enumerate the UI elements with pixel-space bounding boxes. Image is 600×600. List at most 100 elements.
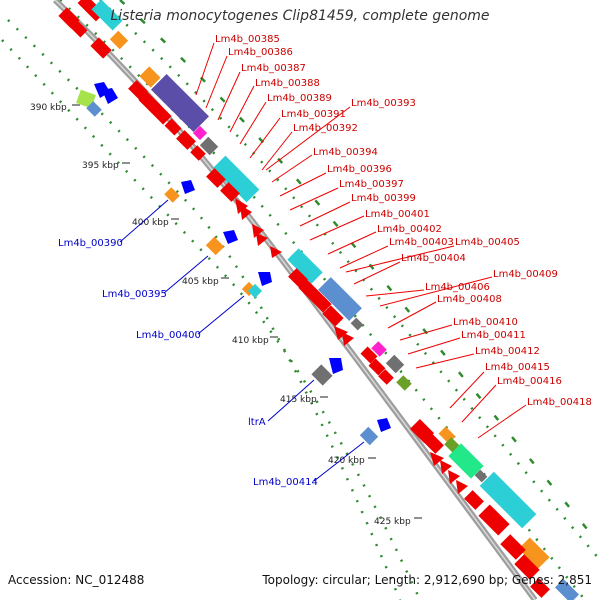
gene-feature [150, 103, 172, 125]
gene-feature [223, 230, 238, 244]
gene-feature [329, 358, 343, 374]
scale-ticks: 390 kbp 395 kbp 400 kbp 405 kbp 410 kbp … [30, 103, 422, 527]
gene-label: Lm4b_00412 [475, 346, 540, 357]
gene-label: Lm4b_00402 [377, 224, 442, 235]
gene-feature [287, 248, 323, 284]
gene-feature [256, 233, 268, 246]
gene-feature [86, 101, 102, 117]
gene-label: Lm4b_00392 [293, 123, 358, 134]
gene-label: Lm4b_00386 [228, 47, 293, 58]
gene-feature [164, 118, 182, 136]
gene-feature [530, 578, 550, 598]
gene-label: Lm4b_00387 [241, 63, 306, 74]
gene-label: Lm4b_00395 [102, 289, 167, 300]
gene-label: Lm4b_00396 [327, 164, 392, 175]
tick-label: 420 kbp [328, 456, 365, 466]
gene-label: Lm4b_00403 [389, 237, 454, 248]
gc-dashed-track [119, 0, 600, 546]
gene-feature [371, 341, 387, 357]
gene-label: Lm4b_00409 [493, 269, 558, 280]
gene-label: Lm4b_00399 [351, 193, 416, 204]
gene-feature [181, 180, 195, 194]
gene-label: Lm4b_00390 [58, 238, 123, 249]
gene-feature [206, 168, 226, 188]
gene-feature [500, 534, 526, 560]
gene-feature [368, 358, 386, 376]
gene-feature [409, 418, 435, 444]
tick-label: 390 kbp [30, 103, 67, 113]
gene-feature [58, 7, 80, 29]
gene-feature [258, 272, 272, 286]
right-label-leaders [195, 42, 527, 439]
gene-feature [205, 236, 225, 256]
gene-feature [456, 480, 468, 494]
gene-feature [139, 66, 161, 88]
gene-feature [151, 74, 209, 132]
tick-label: 415 kbp [280, 395, 317, 405]
gene-feature [240, 205, 252, 220]
gene-feature [424, 434, 444, 454]
gene-label: Lm4b_00400 [136, 330, 201, 341]
gene-feature [396, 375, 412, 391]
gene-feature [128, 80, 148, 100]
map-title: Listeria monocytogenes Clip81459, comple… [110, 8, 490, 24]
left-feature-track [76, 82, 391, 446]
gene-feature [518, 537, 550, 569]
gene-feature [514, 554, 540, 580]
gene-feature [252, 224, 264, 238]
gene-label: Lm4b_00418 [527, 397, 592, 408]
gene-label: Lm4b_00394 [313, 147, 378, 158]
gene-feature [479, 471, 537, 529]
gene-feature [164, 187, 180, 203]
gene-feature [554, 578, 580, 600]
gene-label: Lm4b_00411 [461, 330, 526, 341]
gene-feature [430, 452, 444, 466]
gene-feature [298, 279, 320, 301]
gene-feature [360, 346, 378, 364]
gene-label: ltrA [248, 417, 266, 428]
left-gene-labels: Lm4b_00390 Lm4b_00395 Lm4b_00400 ltrA Lm… [58, 238, 318, 488]
right-gene-labels: Lm4b_00385 Lm4b_00386 Lm4b_00387 Lm4b_00… [215, 34, 592, 408]
gene-label: Lm4b_00389 [267, 93, 332, 104]
gene-feature [478, 504, 510, 536]
gene-feature [90, 37, 112, 59]
tick-label: 425 kbp [374, 517, 411, 527]
gene-label: Lm4b_00408 [437, 294, 502, 305]
gene-feature [176, 130, 196, 150]
gene-label: Lm4b_00404 [401, 253, 466, 264]
gene-feature [359, 426, 379, 446]
tick-label: 400 kbp [132, 218, 169, 228]
gene-label: Lm4b_00410 [453, 317, 518, 328]
gene-label: Lm4b_00393 [351, 98, 416, 109]
tick-label: 410 kbp [232, 336, 269, 346]
accession-text: Accession: NC_012488 [8, 573, 145, 587]
gene-feature [91, 0, 123, 31]
gene-label: Lm4b_00414 [253, 477, 318, 488]
reverse-strand-genes [58, 7, 550, 598]
gene-label: Lm4b_00405 [455, 237, 520, 248]
gene-feature [464, 490, 484, 510]
gene-feature [322, 305, 344, 327]
gene-feature [270, 246, 282, 258]
gene-feature [318, 277, 362, 321]
gene-feature [310, 291, 332, 313]
gene-feature [190, 145, 206, 161]
gene-feature [350, 317, 364, 331]
left-label-leaders [119, 199, 365, 482]
gene-label: Lm4b_00385 [215, 34, 280, 45]
gene-label: Lm4b_00388 [255, 78, 320, 89]
topology-text: Topology: circular; Length: 2,912,690 bp… [262, 573, 592, 587]
gene-feature [448, 443, 484, 479]
gene-feature [220, 182, 240, 202]
gene-label: Lm4b_00416 [497, 376, 562, 387]
gene-feature [199, 136, 219, 156]
gene-feature [212, 155, 260, 203]
gene-feature [440, 460, 452, 474]
gene-feature [474, 469, 488, 483]
tick-label: 405 kbp [182, 277, 219, 287]
gene-feature [288, 268, 308, 288]
gene-feature [311, 364, 333, 386]
gene-label: Lm4b_00391 [281, 109, 346, 120]
gene-feature [70, 20, 88, 38]
